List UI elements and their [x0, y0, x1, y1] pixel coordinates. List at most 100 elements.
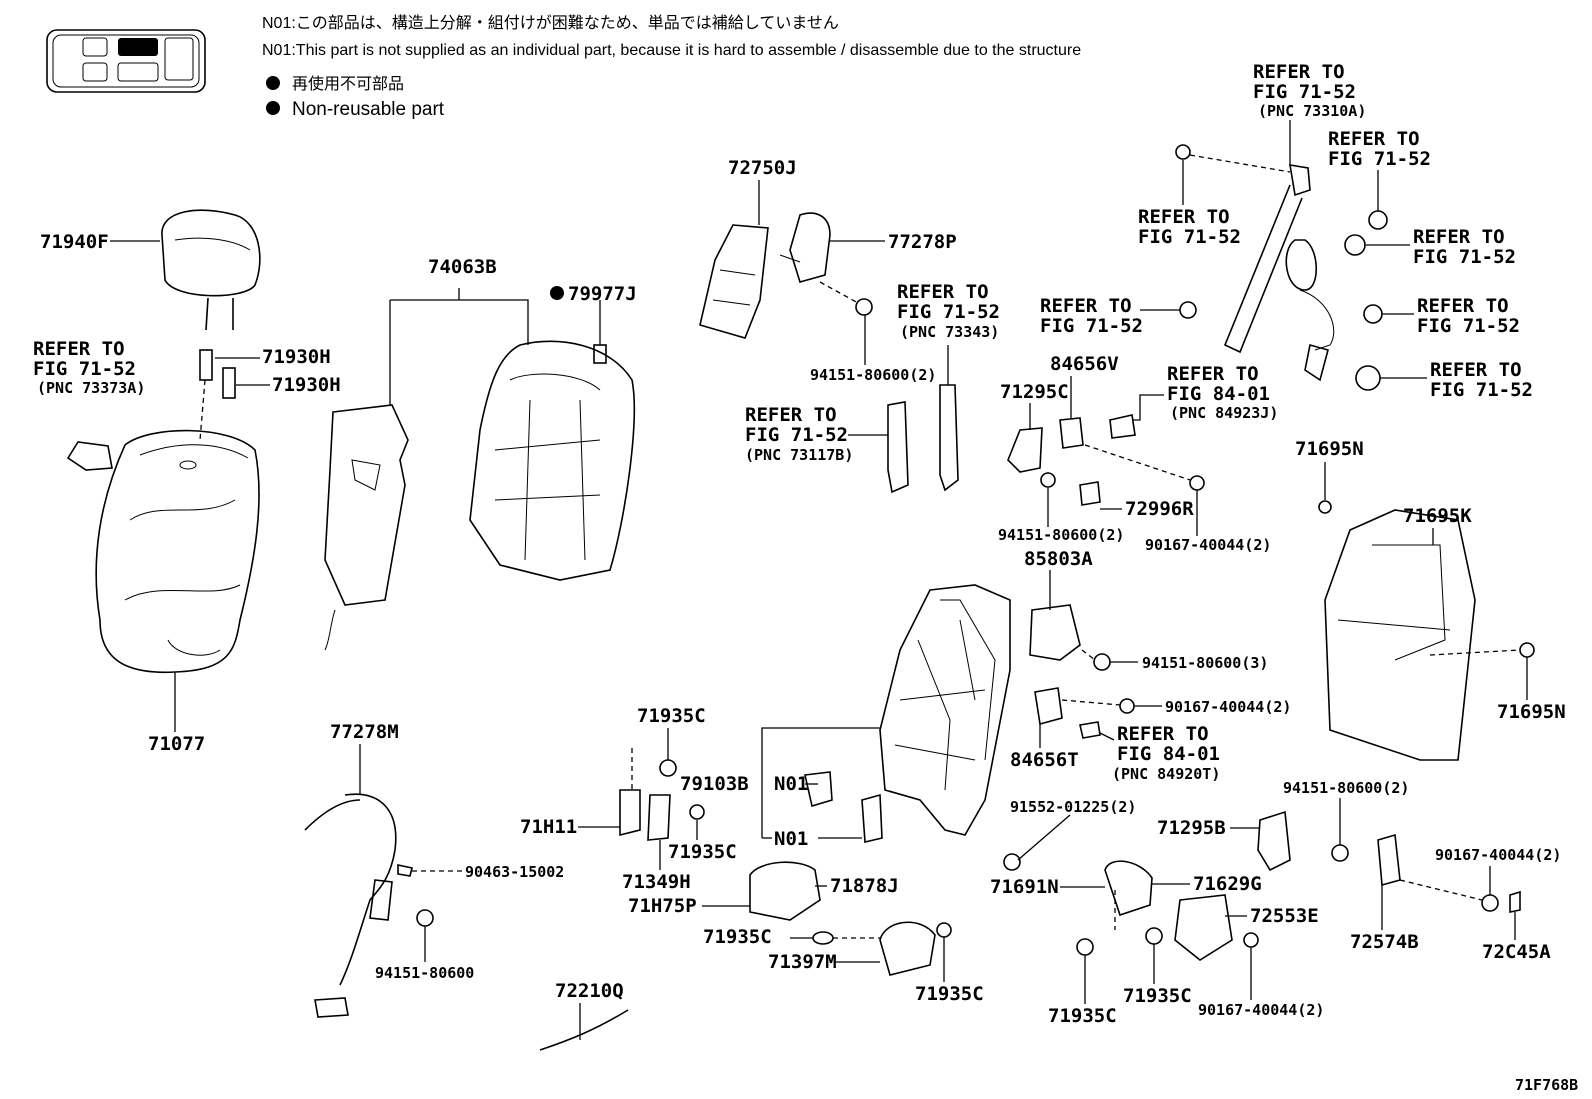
label-71349H: 71349H	[622, 871, 691, 893]
release-lever-drawing	[804, 771, 883, 843]
label-71077: 71077	[148, 733, 205, 755]
svg-text:(PNC 84920T): (PNC 84920T)	[1112, 765, 1220, 783]
seat-back-cover-drawing	[95, 429, 260, 674]
svg-text:REFER TO: REFER TO	[1417, 295, 1509, 317]
bracket-group-74063b	[389, 288, 529, 405]
label-71930H: 71930H	[272, 374, 341, 396]
svg-text:REFER TO: REFER TO	[1040, 295, 1132, 317]
label-72553E: 72553E	[1250, 905, 1319, 927]
label-71H11: 71H11	[520, 816, 577, 838]
label-77278M: 77278M	[330, 721, 399, 743]
refer-callout: REFER TO FIG 84-01 (PNC 84923J)	[1132, 363, 1278, 422]
svg-text:REFER TO: REFER TO	[897, 281, 989, 303]
lumbar-support-drawing	[699, 224, 769, 339]
svg-text:FIG 71-52: FIG 71-52	[33, 358, 136, 380]
label-77278P: 77278P	[888, 231, 957, 253]
refer-callout: REFER TO FIG 71-52	[1366, 226, 1516, 268]
label-71295B: 71295B	[1157, 817, 1226, 839]
refer-callout: REFER TO FIG 71-52	[1380, 359, 1533, 401]
refer-callout: REFER TO FIG 71-52 (PNC 73117B)	[745, 404, 888, 464]
label-71940F: 71940F	[40, 231, 109, 253]
wire-harness-drawing	[304, 793, 434, 1018]
label-72996R: 72996R	[1125, 498, 1194, 520]
svg-text:FIG 71-52: FIG 71-52	[1253, 81, 1356, 103]
bullet-icon	[266, 76, 280, 90]
label-71695N: 71695N	[1497, 701, 1566, 723]
label-72210Q: 72210Q	[555, 980, 624, 1002]
label-71691N: 71691N	[990, 876, 1059, 898]
refer-callout: REFER TO FIG 71-52 (PNC 73343)	[897, 281, 1000, 385]
label-90463-15002: 90463-15002	[465, 863, 564, 881]
recliner-cover-drawing	[749, 861, 952, 976]
svg-text:FIG 71-52: FIG 71-52	[1413, 246, 1516, 268]
label-84656V: 84656V	[1050, 353, 1119, 375]
bullet-icon	[266, 101, 280, 115]
label-72574B: 72574B	[1350, 931, 1419, 953]
svg-text:REFER TO: REFER TO	[745, 404, 837, 426]
refer-callout: REFER TO FIG 71-52	[1382, 295, 1520, 337]
refer-callout: REFER TO FIG 71-52 (PNC 73373A)	[33, 338, 145, 397]
label-71935C: 71935C	[1048, 1005, 1117, 1027]
seat-frame-drawing	[879, 584, 1011, 836]
label-79977J: 79977J	[568, 283, 637, 305]
svg-text:FIG 71-52: FIG 71-52	[1417, 315, 1520, 337]
lumbar-motor-drawing	[779, 212, 873, 316]
svg-text:REFER TO: REFER TO	[1167, 363, 1259, 385]
outer-cover-drawing	[1003, 814, 1259, 961]
svg-text:FIG 71-52: FIG 71-52	[1328, 148, 1431, 170]
label-84656T: 84656T	[1010, 749, 1079, 771]
note-nonreusable-en: Non-reusable part	[292, 99, 445, 120]
svg-text:REFER TO: REFER TO	[1328, 128, 1420, 150]
seat-back-pad-drawing	[469, 340, 636, 581]
label-94151-80600-2: 94151-80600(2)	[810, 366, 936, 384]
svg-text:REFER TO: REFER TO	[1138, 206, 1230, 228]
svg-text:REFER TO: REFER TO	[1413, 226, 1505, 248]
label-94151-80600-2: 94151-80600(2)	[1283, 779, 1409, 797]
svg-text:FIG 71-52: FIG 71-52	[1138, 226, 1241, 248]
label-71H75P: 71H75P	[628, 895, 697, 917]
trim-clip-drawing	[66, 441, 113, 471]
label-94151-80600: 94151-80600	[375, 964, 474, 982]
svg-text:(PNC 73373A): (PNC 73373A)	[37, 379, 145, 397]
seat-belt-drawing	[1175, 144, 1388, 391]
nonreusable-marker-icon	[550, 286, 564, 300]
label-72C45A: 72C45A	[1482, 941, 1551, 963]
label-90167-40044-2: 90167-40044(2)	[1198, 1001, 1324, 1019]
note-n01-en: N01:This part is not supplied as an indi…	[262, 42, 1081, 59]
refer-callout: REFER TO FIG 71-52	[1138, 160, 1241, 248]
recliner-adjuster-drawing	[1029, 604, 1111, 671]
svg-text:FIG 84-01: FIG 84-01	[1117, 743, 1220, 765]
label-71295C: 71295C	[1000, 381, 1069, 403]
refer-callout: REFER TO FIG 71-52 (PNC 73310A)	[1253, 61, 1366, 165]
label-71935C: 71935C	[637, 705, 706, 727]
label-74063B: 74063B	[428, 256, 497, 278]
seat-belt-guide-drawing	[887, 384, 959, 494]
headrest-guide-drawing	[199, 349, 236, 441]
label-71930H: 71930H	[262, 346, 331, 368]
figure-code: 71F768B	[1515, 1076, 1578, 1094]
svg-text:(PNC 84923J): (PNC 84923J)	[1170, 404, 1278, 422]
svg-text:(PNC 73117B): (PNC 73117B)	[745, 446, 853, 464]
label-71695N: 71695N	[1295, 438, 1364, 460]
headrest-drawing	[161, 209, 261, 331]
refer-callout: REFER TO FIG 71-52	[1040, 295, 1180, 337]
label-90167-40044-2: 90167-40044(2)	[1435, 846, 1561, 864]
side-bracket-drawing	[1007, 414, 1205, 506]
label-94151-80600-3: 94151-80600(3)	[1142, 654, 1268, 672]
note-nonreusable-ja: 再使用不可部品	[292, 75, 404, 93]
label-71878J: 71878J	[830, 875, 899, 897]
label-71629G: 71629G	[1193, 873, 1262, 895]
svg-text:REFER TO: REFER TO	[33, 338, 125, 360]
label-N01: N01	[774, 828, 808, 850]
label-N01: N01	[774, 773, 808, 795]
seat-position-icon	[46, 29, 206, 93]
svg-text:FIG 71-52: FIG 71-52	[1430, 379, 1533, 401]
label-71935C: 71935C	[915, 983, 984, 1005]
label-94151-80600-2: 94151-80600(2)	[998, 526, 1124, 544]
svg-text:FIG 71-52: FIG 71-52	[745, 424, 848, 446]
svg-text:FIG 84-01: FIG 84-01	[1167, 383, 1270, 405]
note-n01-ja: N01:この部品は、構造上分解・組付けが困難なため、単品では補給していません	[262, 14, 839, 32]
label-tag-drawing	[593, 300, 607, 364]
label-90167-40044-2: 90167-40044(2)	[1165, 698, 1291, 716]
